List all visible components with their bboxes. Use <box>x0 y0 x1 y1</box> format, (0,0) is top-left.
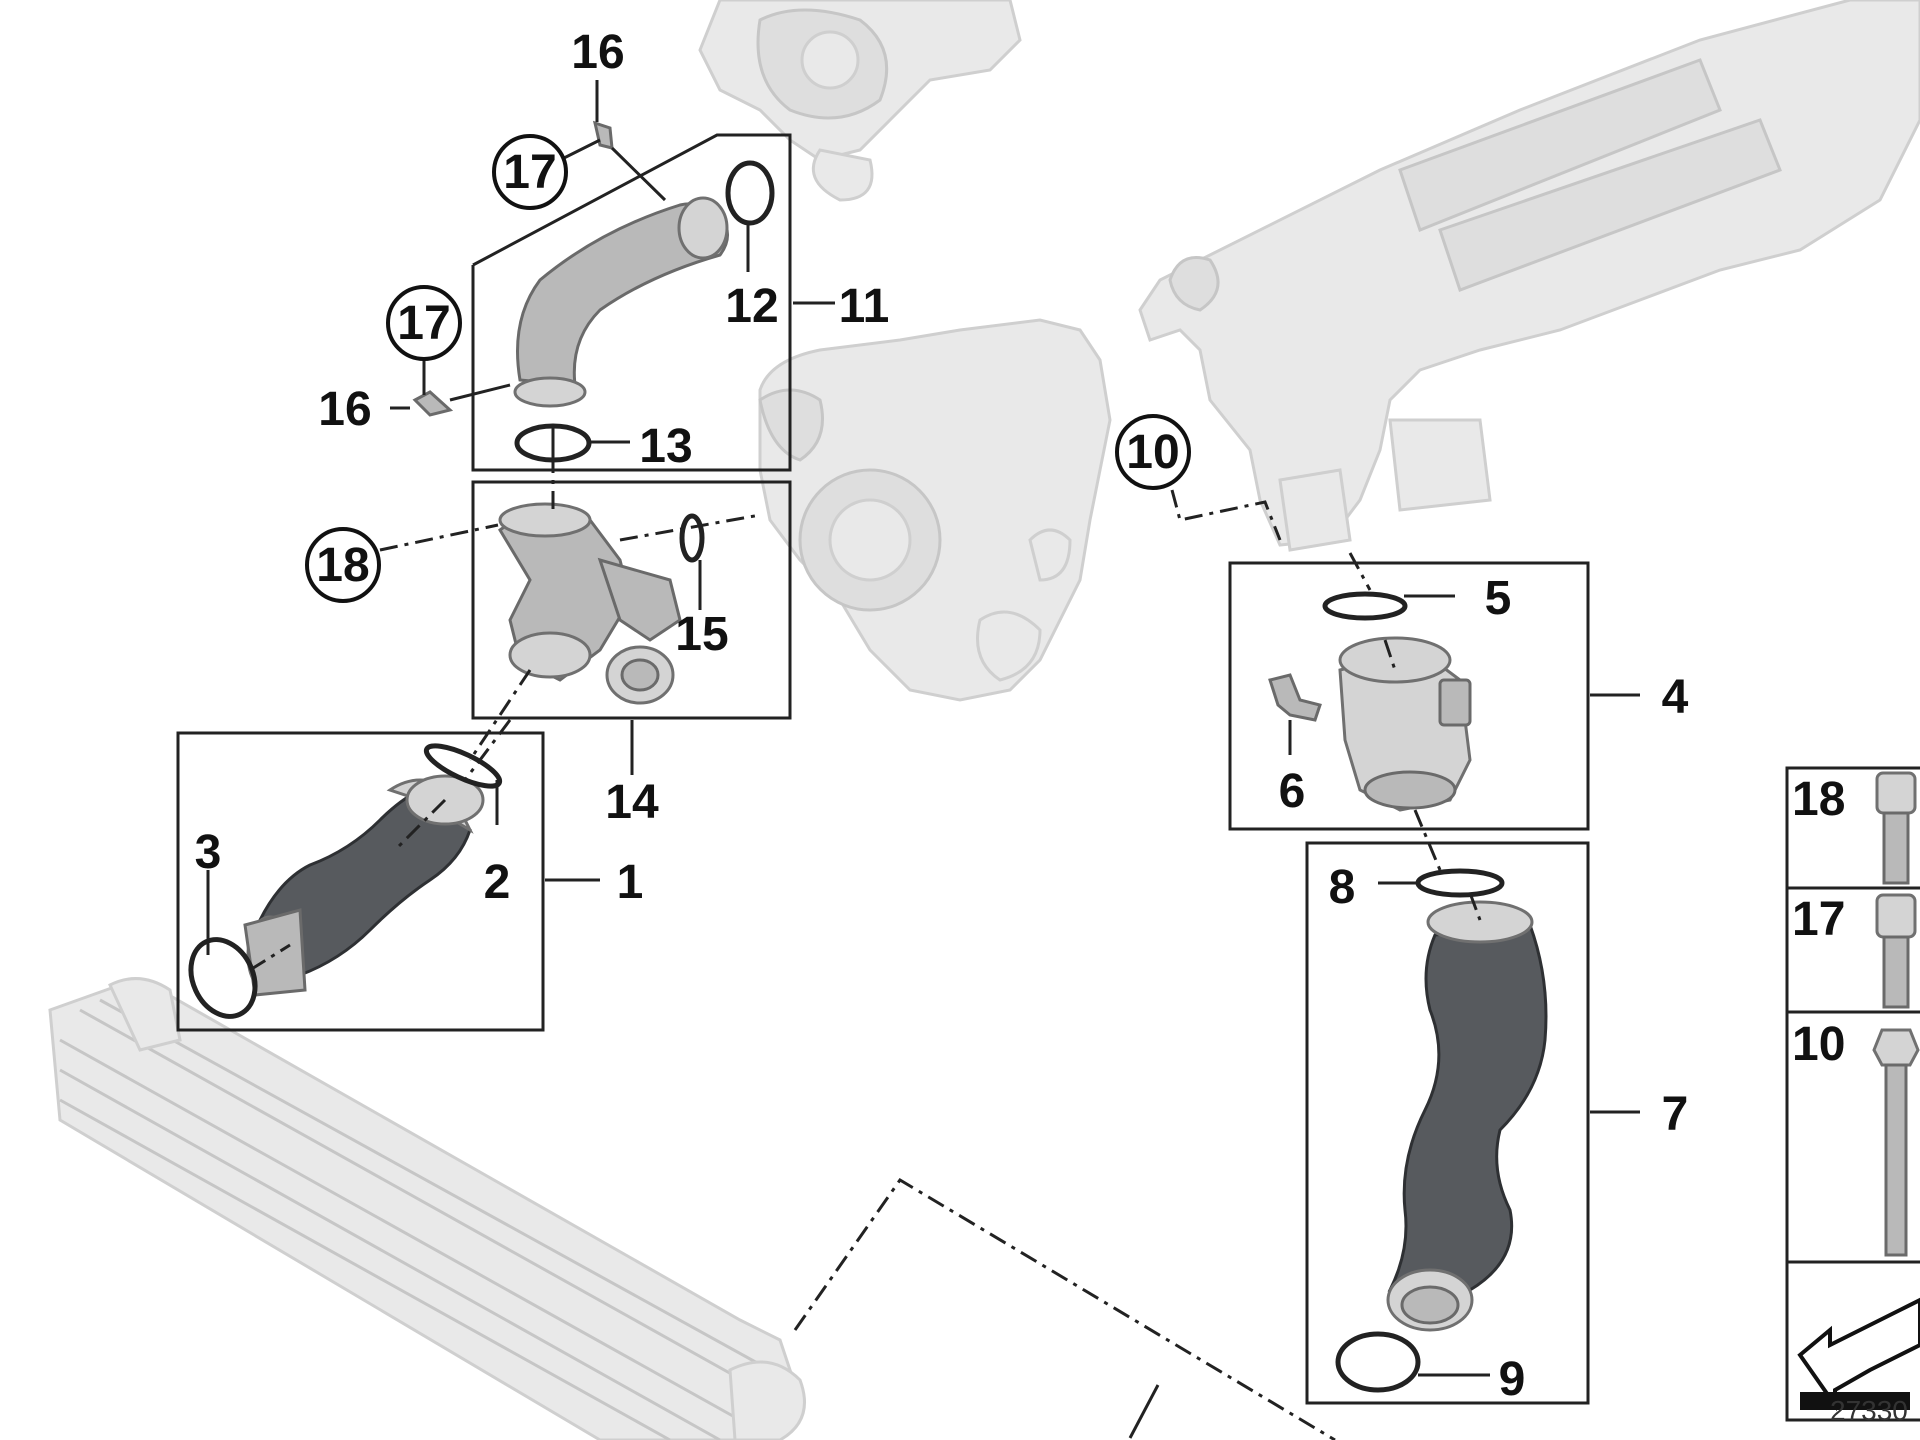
callout-label-6: 6 <box>1279 765 1306 818</box>
callout-label-10: 10 <box>1126 426 1179 479</box>
callout-label-4: 4 <box>1662 671 1689 724</box>
charge-pipe-11 <box>513 196 729 408</box>
callout-label-9: 9 <box>1499 1353 1526 1406</box>
callout-10: 10 <box>1115 414 1191 490</box>
sensor-housing-4 <box>1338 636 1472 812</box>
box-part-11 <box>471 133 792 472</box>
drawing-number: 27330 <box>1830 1395 1908 1426</box>
callout-label-16b: 16 <box>318 383 371 436</box>
charge-air-hose-1 <box>243 774 485 997</box>
charge-air-hose-7 <box>1386 900 1548 1332</box>
bolt-icon-10 <box>1872 1028 1920 1257</box>
fastener-legend: 18 17 10 <box>1785 766 1920 1422</box>
seal-ring-12 <box>725 160 775 226</box>
callout-label-11: 11 <box>839 280 890 333</box>
gasket-15 <box>679 513 705 563</box>
callout-label-1: 1 <box>617 856 644 909</box>
bolt-icon-18 <box>1875 771 1917 885</box>
callout-label-18: 18 <box>316 539 369 592</box>
legend-label-10: 10 <box>1792 1018 1845 1071</box>
callout-17-top: 17 <box>492 134 568 210</box>
box-part-1 <box>176 731 545 1032</box>
bolt-icon-17 <box>1875 893 1917 1009</box>
callout-label-15: 15 <box>675 608 728 661</box>
callout-label-12: 12 <box>725 280 778 333</box>
callout-label-5: 5 <box>1485 572 1512 625</box>
callout-17-left: 17 <box>386 285 462 361</box>
callout-label-7: 7 <box>1662 1088 1689 1141</box>
callout-label-17a: 17 <box>503 146 556 199</box>
callout-label-14: 14 <box>605 776 659 829</box>
callout-label-17b: 17 <box>397 297 450 350</box>
intercooler-ghost <box>48 977 806 1440</box>
intake-manifold-ghost <box>1138 0 1920 552</box>
seal-ring-5 <box>1322 591 1408 621</box>
callout-label-2: 2 <box>484 856 511 909</box>
turbocharger-middle-ghost <box>758 318 1112 702</box>
seal-ring-2 <box>423 743 503 789</box>
callout-label-3: 3 <box>195 826 222 879</box>
turbocharger-top-ghost <box>698 0 1022 202</box>
bolt-16-top <box>592 120 614 150</box>
seal-ring-9 <box>1335 1331 1421 1393</box>
sensor-6 <box>1268 673 1322 722</box>
bolt-16-left <box>412 390 454 417</box>
connection-lines <box>249 455 1482 1440</box>
box-part-7 <box>1305 841 1590 1405</box>
callout-label-13: 13 <box>639 420 692 473</box>
legend-label-17: 17 <box>1792 893 1845 946</box>
callout-18: 18 <box>305 527 381 603</box>
connector-housing-14 <box>498 502 682 705</box>
leader-lines <box>206 80 1640 1439</box>
callout-label-8: 8 <box>1329 861 1356 914</box>
box-part-14 <box>471 480 792 720</box>
legend-label-18: 18 <box>1792 773 1845 826</box>
seal-ring-3 <box>188 937 258 1019</box>
orientation-arrow-icon <box>1797 1297 1920 1412</box>
box-part-4 <box>1228 561 1590 831</box>
callout-label-16a: 16 <box>571 26 624 79</box>
seal-ring-8 <box>1415 868 1505 898</box>
